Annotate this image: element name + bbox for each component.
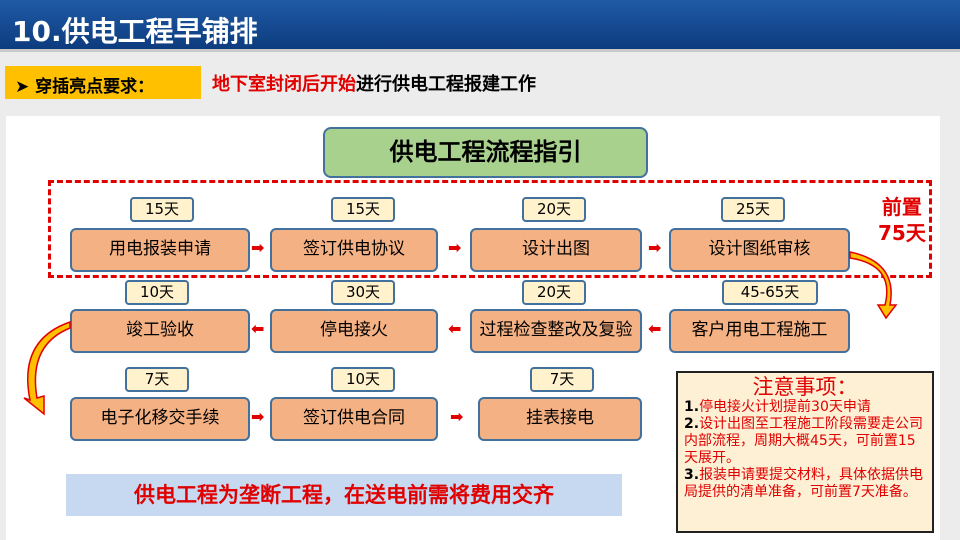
step-box: 客户用电工程施工 — [669, 309, 850, 353]
step-box: 设计图纸审核 — [669, 228, 850, 272]
step-days: 7天 — [125, 367, 189, 392]
step-days: 25天 — [721, 197, 785, 222]
note-item: 2.设计出图至工程施工阶段需要走公司内部流程，周期大概45天，可前置15天展开。 — [684, 416, 926, 467]
requirement-highlight: 地下室封闭后开始 — [212, 74, 356, 95]
arrow-right-icon: ➡ — [448, 238, 462, 257]
notes-box: 注意事项： 1.停电接火计划提前30天申请 2.设计出图至工程施工阶段需要走公司… — [676, 371, 934, 533]
monopoly-banner: 供电工程为垄断工程，在送电前需将费用交齐 — [66, 474, 622, 516]
step-days: 20天 — [522, 280, 586, 305]
step-days: 7天 — [530, 367, 594, 392]
step-box: 设计出图 — [470, 228, 642, 272]
note-number: 3. — [684, 467, 700, 483]
pre-days: 75天 — [878, 221, 926, 245]
note-text: 停电接火计划提前30天申请 — [699, 399, 871, 415]
step-days: 45-65天 — [722, 280, 818, 305]
step-days: 15天 — [331, 197, 395, 222]
step-box: 挂表接电 — [478, 397, 642, 441]
arrow-left-icon: ⬅ — [448, 319, 462, 338]
step-box: 签订供电协议 — [270, 228, 438, 272]
note-text: 报装申请要提交材料，具体依据供电局提供的清单准备，可前置7天准备。 — [684, 467, 924, 500]
step-days: 20天 — [522, 197, 586, 222]
note-number: 2. — [684, 416, 700, 432]
step-box: 用电报装申请 — [70, 228, 250, 272]
step-box: 停电接火 — [270, 309, 438, 353]
note-text: 设计出图至工程施工阶段需要走公司内部流程，周期大概45天，可前置15天展开。 — [684, 416, 924, 466]
requirement-label: ➤ 穿插亮点要求： — [5, 66, 201, 99]
arrow-right-icon: ➡ — [251, 407, 265, 426]
notes-title: 注意事项： — [752, 375, 858, 399]
requirement-text: 地下室封闭后开始进行供电工程报建工作 — [212, 70, 536, 96]
pre-label: 前置 — [881, 195, 922, 219]
arrow-left-icon: ⬅ — [251, 319, 265, 338]
curved-arrow-right-icon — [849, 251, 898, 320]
requirement-body: 进行供电工程报建工作 — [356, 74, 536, 95]
step-box: 签订供电合同 — [270, 397, 438, 441]
arrow-right-icon: ➡ — [450, 407, 464, 426]
note-number: 1. — [684, 399, 700, 415]
curved-arrow-left-icon — [23, 320, 71, 416]
note-item: 1.停电接火计划提前30天申请 — [684, 399, 926, 416]
arrow-left-icon: ⬅ — [648, 319, 662, 338]
step-days: 10天 — [331, 367, 395, 392]
requirement-label-text: 穿插亮点要求： — [35, 77, 155, 97]
step-box: 竣工验收 — [70, 309, 250, 353]
step-days: 15天 — [130, 197, 194, 222]
arrow-right-icon: ➡ — [251, 238, 265, 257]
step-box: 电子化移交手续 — [70, 397, 250, 441]
flow-title: 供电工程流程指引 — [323, 127, 648, 178]
note-item: 3.报装申请要提交材料，具体依据供电局提供的清单准备，可前置7天准备。 — [684, 467, 926, 501]
pre-phase-dashed-frame — [48, 180, 932, 278]
step-days: 10天 — [125, 280, 189, 305]
step-box: 过程检查整改及复验 — [470, 309, 642, 353]
page-title: 10.供电工程早铺排 — [0, 0, 960, 52]
arrow-right-icon: ➡ — [648, 238, 662, 257]
arrow-icon: ➤ — [15, 77, 36, 97]
step-days: 30天 — [331, 280, 395, 305]
